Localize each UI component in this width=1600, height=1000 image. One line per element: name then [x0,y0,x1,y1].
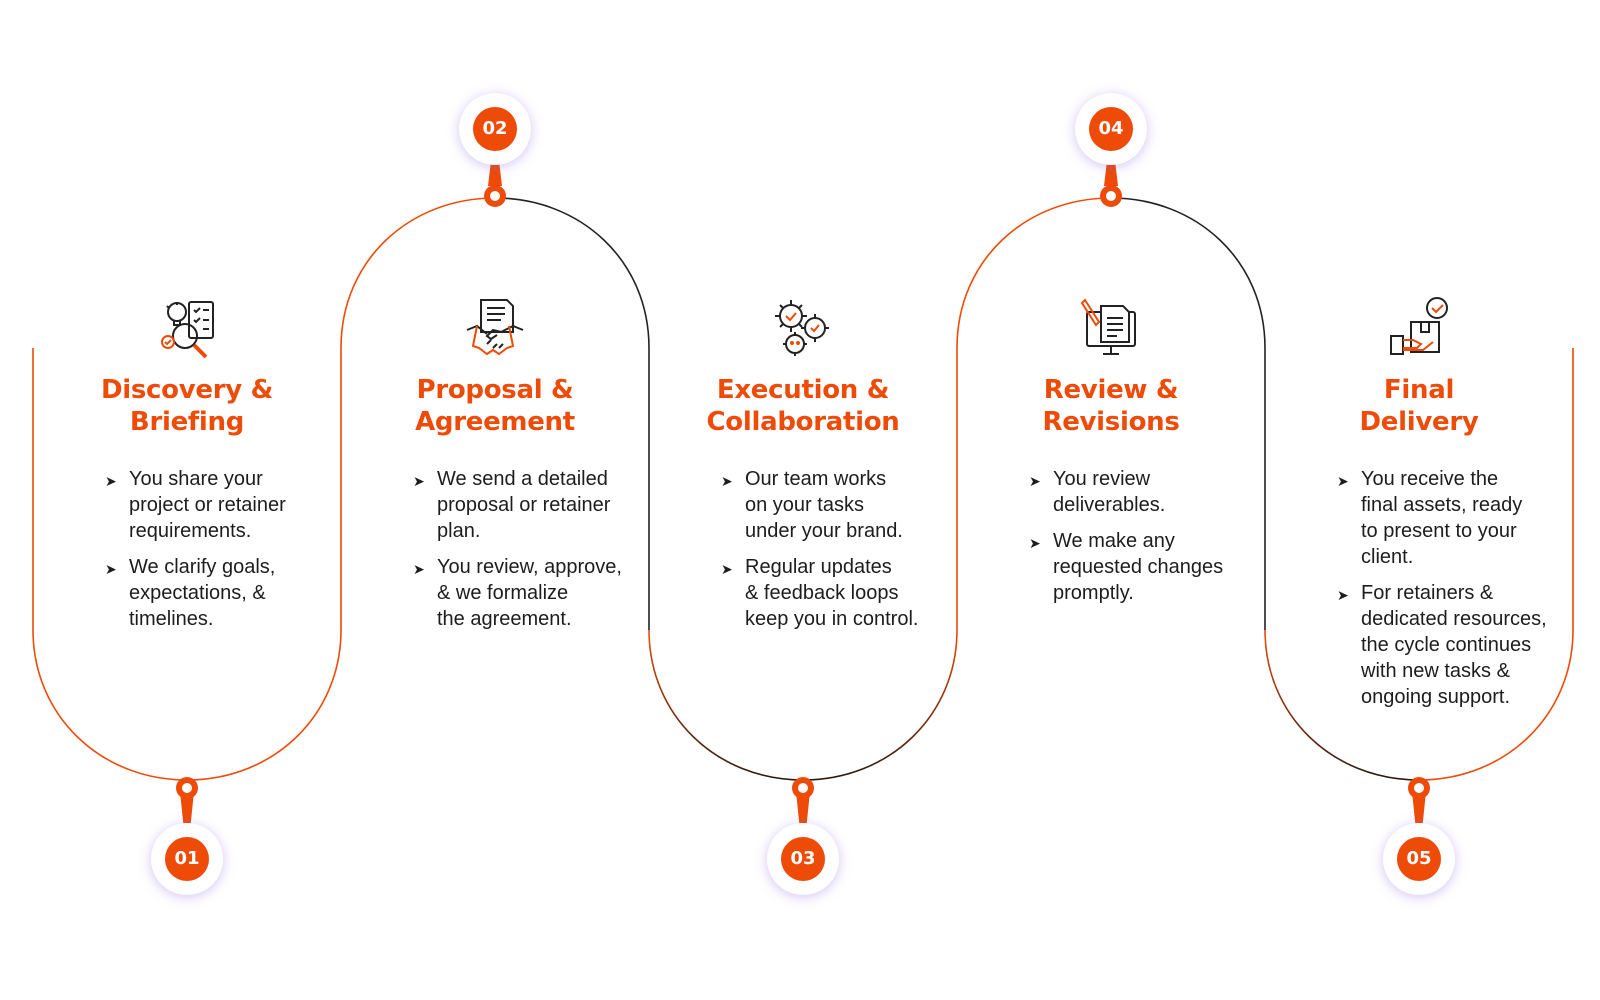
step-title: Execution &Collaboration [706,375,900,437]
monitor-document-icon [1080,298,1136,355]
chevron-right-icon: ➤ [105,473,117,489]
pin-05 [1408,777,1430,830]
wave-segment-2 [340,197,496,349]
step-badge-02: 02 [459,93,531,165]
idea-search-icon [161,301,214,359]
wave-segment-4 [648,629,958,781]
wave-segment-5 [956,197,1112,630]
chevron-right-icon: ➤ [721,561,733,577]
chevron-right-icon: ➤ [105,561,117,577]
chevron-right-icon: ➤ [1029,473,1041,489]
step-execution-collaboration: Execution &Collaboration ➤ Our team work… [673,296,933,642]
step-number: 01 [165,837,209,881]
chevron-right-icon: ➤ [1337,473,1349,489]
handshake-contract-icon [466,299,524,356]
step-title: Proposal &Agreement [415,375,575,437]
wave-segment-7 [1264,629,1420,781]
bullet-item: ➤ For retainers &dedicated resources,the… [1337,582,1547,708]
chevron-right-icon: ➤ [413,561,425,577]
step-number: 03 [781,837,825,881]
pin-03 [792,777,814,830]
chevron-right-icon: ➤ [413,473,425,489]
step-badge-03: 03 [767,823,839,895]
step-proposal-agreement: Proposal &Agreement ➤ We send a detailed… [365,296,625,642]
chevron-right-icon: ➤ [721,473,733,489]
step-number: 05 [1397,837,1441,881]
step-number: 04 [1089,107,1133,151]
bullet-item: ➤ We clarify goals,expectations, &timeli… [105,556,276,630]
chevron-right-icon: ➤ [1337,587,1349,603]
step-badge-05: 05 [1383,823,1455,895]
step-title: Discovery &Briefing [100,375,274,437]
delivery-box-icon [1390,297,1448,355]
chevron-right-icon: ➤ [1029,535,1041,551]
step-number: 02 [473,107,517,151]
wave-segment-8 [1418,348,1574,781]
pin-01 [176,777,198,830]
step-badge-01: 01 [151,823,223,895]
gears-icon [775,300,829,356]
step-title: Review &Revisions [1042,375,1180,437]
step-badge-04: 04 [1075,93,1147,165]
wave-segment-3 [494,197,650,630]
wave-segment-6 [1110,197,1266,630]
